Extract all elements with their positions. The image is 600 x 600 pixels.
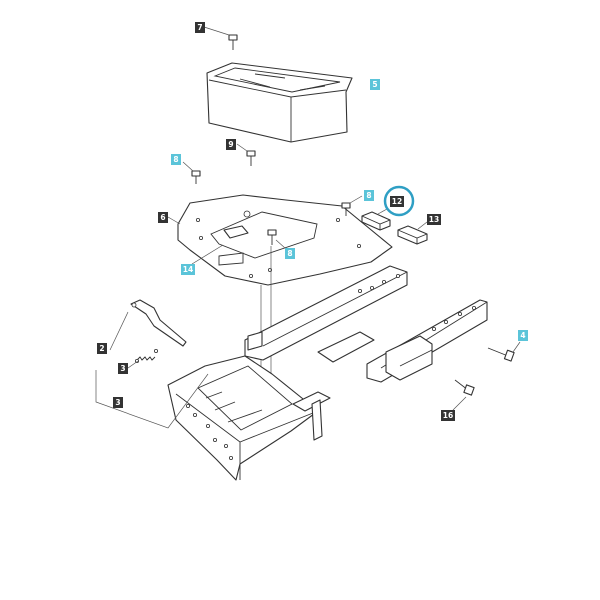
callout-6: 6	[158, 212, 168, 223]
callout-9: 9	[226, 139, 236, 150]
callout-5: 5	[370, 79, 380, 90]
lever-2	[130, 299, 187, 347]
pad-12	[361, 211, 391, 231]
seat-plate	[177, 194, 393, 286]
callout-8-left: 8	[171, 154, 181, 165]
callout-3-bottom: 3	[113, 397, 123, 408]
pad-13	[397, 225, 428, 245]
bolt-8-middle	[267, 229, 277, 245]
callout-8-middle: 8	[285, 248, 295, 259]
tool-tray	[206, 62, 353, 143]
callout-3-spring: 3	[118, 363, 128, 374]
bolt-9	[246, 150, 256, 166]
bolt-7	[228, 34, 238, 50]
bolt-16	[454, 379, 475, 396]
callout-16: 16	[441, 410, 455, 421]
bolt-4	[487, 347, 515, 362]
main-frame	[167, 265, 488, 481]
callout-8-right: 8	[364, 190, 374, 201]
spring-3	[134, 348, 158, 363]
bolt-8-left	[191, 170, 201, 184]
callout-14: 14	[181, 264, 195, 275]
highlight-ring	[383, 185, 415, 217]
callout-12: 12	[390, 196, 404, 207]
bolt-8-right	[341, 202, 351, 216]
callout-13: 13	[427, 214, 441, 225]
callout-4: 4	[518, 330, 528, 341]
callout-7: 7	[195, 22, 205, 33]
callout-2: 2	[97, 343, 107, 354]
